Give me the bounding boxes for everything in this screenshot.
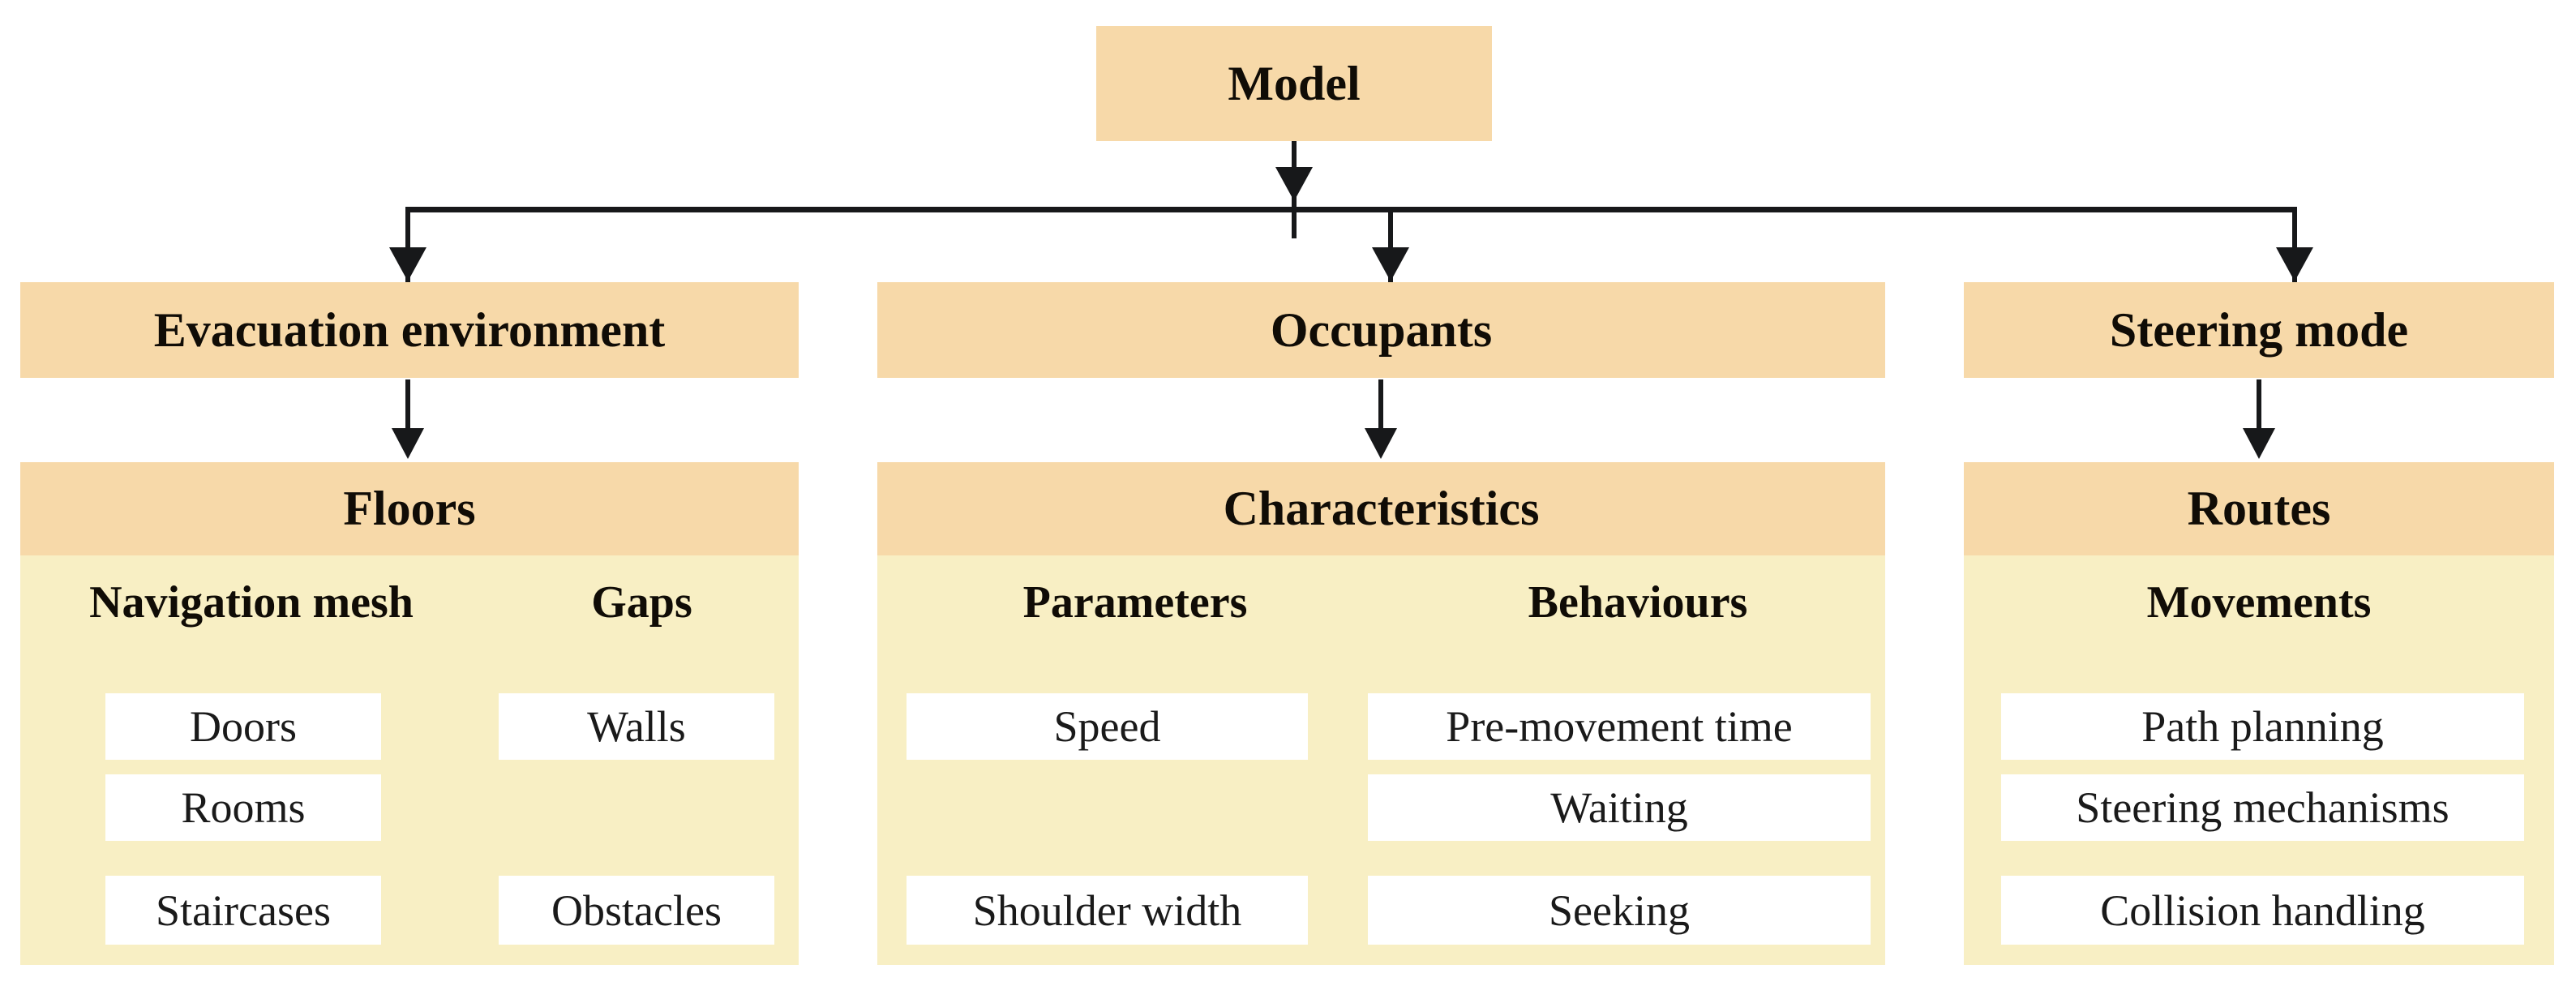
node-evacuation-environment-label: Evacuation environment: [153, 302, 666, 357]
leaf-waiting-label: Waiting: [1550, 783, 1688, 832]
arrowhead-root-to-bus: [1275, 167, 1313, 201]
node-characteristics[interactable]: Characteristics: [877, 462, 1885, 555]
subheader-parameters: Parameters: [884, 568, 1387, 637]
node-occupants[interactable]: Occupants: [877, 282, 1885, 378]
leaf-collision-handling[interactable]: Collision handling: [2001, 876, 2524, 945]
connector-drop-middle: [1388, 207, 1393, 284]
leaf-shoulder-width[interactable]: Shoulder width: [907, 876, 1308, 945]
node-evacuation-environment[interactable]: Evacuation environment: [20, 282, 799, 378]
leaf-pre-movement-time[interactable]: Pre-movement time: [1368, 693, 1871, 760]
leaf-obstacles[interactable]: Obstacles: [499, 876, 774, 945]
leaf-walls[interactable]: Walls: [499, 693, 774, 760]
connector-steering-to-routes: [2257, 379, 2261, 435]
leaf-doors-label: Doors: [190, 702, 297, 751]
leaf-staircases-label: Staircases: [156, 885, 331, 935]
leaf-shoulder-width-label: Shoulder width: [972, 885, 1242, 935]
leaf-seeking-label: Seeking: [1549, 885, 1690, 935]
connector-occupants-to-characteristics: [1378, 379, 1383, 435]
leaf-path-planning[interactable]: Path planning: [2001, 693, 2524, 760]
node-floors[interactable]: Floors: [20, 462, 799, 555]
connector-bus-horizontal: [408, 207, 2297, 212]
node-routes[interactable]: Routes: [1964, 462, 2554, 555]
arrowhead-occupants-to-characteristics: [1365, 428, 1397, 459]
subheader-navigation-mesh: Navigation mesh: [20, 568, 482, 637]
subheader-movements: Movements: [1964, 568, 2554, 637]
leaf-speed[interactable]: Speed: [907, 693, 1308, 760]
connector-drop-right: [2292, 207, 2297, 284]
leaf-seeking[interactable]: Seeking: [1368, 876, 1871, 945]
leaf-speed-label: Speed: [1053, 702, 1161, 751]
arrowhead-bus-to-occupants: [1372, 247, 1409, 281]
node-characteristics-label: Characteristics: [1223, 482, 1540, 535]
arrowhead-bus-to-evacuation-environment: [389, 247, 426, 281]
leaf-rooms[interactable]: Rooms: [105, 774, 381, 841]
leaf-path-planning-label: Path planning: [2141, 702, 2384, 751]
node-model-label: Model: [1228, 56, 1361, 110]
leaf-walls-label: Walls: [587, 702, 686, 751]
connector-drop-left: [405, 207, 410, 284]
leaf-collision-handling-label: Collision handling: [2100, 885, 2425, 935]
node-model[interactable]: Model: [1096, 26, 1492, 141]
node-floors-label: Floors: [343, 482, 476, 535]
subheader-parameters-label: Parameters: [1022, 577, 1248, 628]
leaf-steering-mechanisms-label: Steering mechanisms: [2076, 783, 2450, 832]
node-routes-label: Routes: [2187, 482, 2331, 535]
leaf-doors[interactable]: Doors: [105, 693, 381, 760]
leaf-pre-movement-time-label: Pre-movement time: [1446, 702, 1793, 751]
arrowhead-evacuation-to-floors: [392, 428, 424, 459]
leaf-staircases[interactable]: Staircases: [105, 876, 381, 945]
leaf-steering-mechanisms[interactable]: Steering mechanisms: [2001, 774, 2524, 841]
arrowhead-bus-to-steering-mode: [2276, 247, 2313, 281]
arrowhead-steering-to-routes: [2243, 428, 2275, 459]
connector-evacuation-to-floors: [405, 379, 410, 435]
leaf-waiting[interactable]: Waiting: [1368, 774, 1871, 841]
subheader-behaviours: Behaviours: [1391, 568, 1885, 637]
leaf-rooms-label: Rooms: [181, 783, 306, 832]
leaf-obstacles-label: Obstacles: [551, 885, 722, 935]
node-steering-mode-label: Steering mode: [2109, 302, 2409, 357]
node-occupants-label: Occupants: [1270, 302, 1493, 357]
subheader-behaviours-label: Behaviours: [1528, 577, 1748, 628]
subheader-gaps: Gaps: [485, 568, 799, 637]
subheader-movements-label: Movements: [2146, 577, 2372, 628]
subheader-navigation-mesh-label: Navigation mesh: [89, 577, 414, 628]
subheader-gaps-label: Gaps: [591, 577, 692, 628]
node-steering-mode[interactable]: Steering mode: [1964, 282, 2554, 378]
